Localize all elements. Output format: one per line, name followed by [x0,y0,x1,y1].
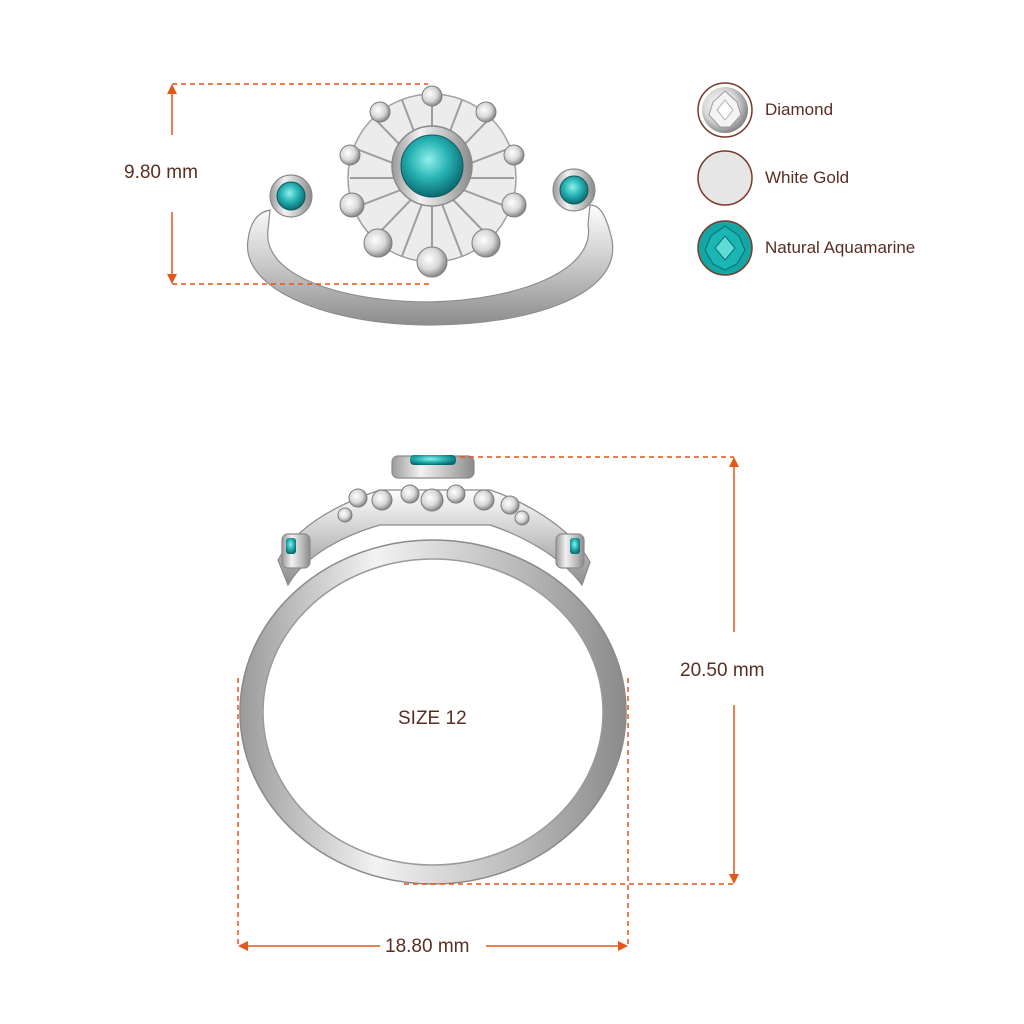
legend-item-aquamarine: Natural Aquamarine [697,220,915,276]
legend-item-white-gold: White Gold [697,150,849,206]
side-width-label: 18.80 mm [385,936,470,957]
side-height-label: 20.50 mm [680,660,765,681]
white-gold-swatch-icon [697,150,753,206]
legend-label-aquamarine: Natural Aquamarine [765,238,916,257]
legend-label-white-gold: White Gold [765,168,850,187]
diamond-swatch-icon [697,82,753,138]
ring-top-view [247,85,614,326]
top-height-label: 9.80 mm [124,162,198,183]
dimension-arrowheads [167,84,739,951]
dimension-lines [171,83,735,948]
legend-item-diamond: Diamond [697,82,833,138]
ring-side-view [239,455,627,885]
ring-size-label: SIZE 12 [398,708,467,729]
aquamarine-swatch-icon [697,220,753,276]
legend-label-diamond: Diamond [765,100,834,119]
